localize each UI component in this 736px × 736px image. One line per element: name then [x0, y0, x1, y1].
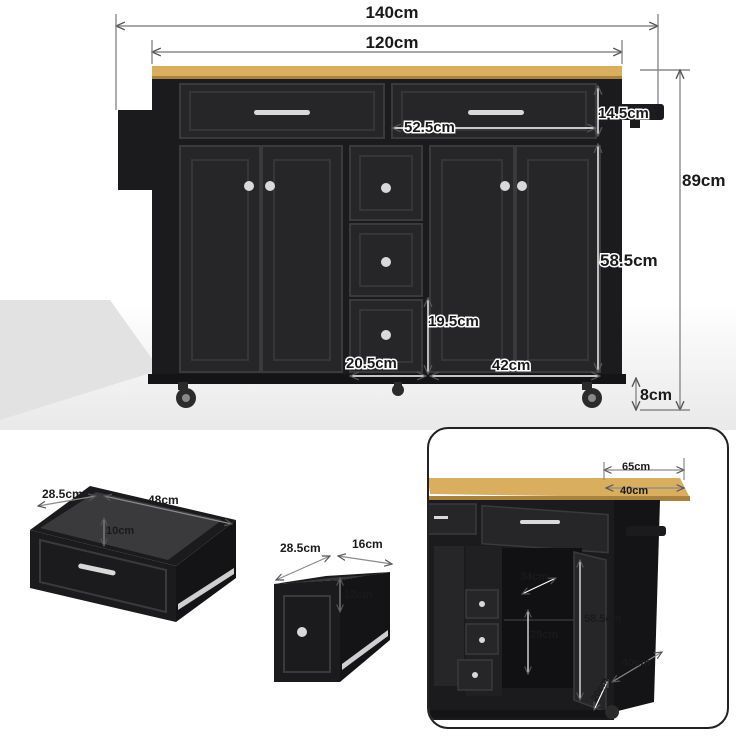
cabinet-height-label: 58.5cm	[600, 251, 658, 270]
right-door-2	[515, 145, 601, 373]
total-width-label: 140cm	[366, 3, 419, 22]
inset-inner-height-label: 29cm	[530, 629, 558, 641]
inset-depth-total-label: 65cm	[622, 461, 650, 473]
knob-icon	[479, 637, 485, 643]
small-drawer-height-label: 19.5cm	[428, 313, 479, 330]
drawer-handle-icon	[254, 110, 310, 115]
drawer-height-label: 14.5cm	[598, 105, 649, 122]
drawer-handle-icon	[468, 110, 524, 115]
drawer-handle-icon	[78, 563, 116, 576]
large-drawer-depth-label: 28.5cm	[42, 487, 83, 501]
knob-icon	[265, 181, 275, 191]
knob-icon	[517, 181, 527, 191]
caster-wheel-icon	[176, 382, 196, 408]
left-door-2	[261, 145, 343, 373]
right-door-1	[429, 145, 515, 373]
knob-icon	[297, 627, 307, 637]
knob-icon	[472, 672, 478, 678]
inset-drawer-right	[481, 504, 609, 554]
total-height-label: 89cm	[682, 171, 725, 190]
small-drawer-width-label: 16cm	[352, 537, 383, 551]
knob-icon	[500, 181, 510, 191]
inset-open-view	[427, 427, 729, 729]
towel-bar	[618, 104, 664, 120]
knob-icon	[381, 183, 391, 193]
inset-towel-bar	[626, 526, 666, 536]
knob-icon	[381, 257, 391, 267]
caster-wheel-icon	[582, 382, 602, 408]
spice-rack	[118, 110, 158, 190]
knob-icon	[244, 181, 254, 191]
wheel-height-label: 8cm	[640, 387, 672, 404]
caster-wheel-icon	[392, 382, 404, 396]
knob-icon	[381, 330, 391, 340]
inset-shelf-depth-label: 34cm	[520, 571, 548, 583]
caster-wheel-icon	[605, 705, 619, 719]
main-dimension-lines	[116, 14, 690, 410]
top-width-label: 120cm	[366, 33, 419, 52]
large-drawer-illustration	[30, 486, 236, 622]
knob-icon	[479, 601, 485, 607]
large-drawer-height-label: 10cm	[106, 525, 134, 537]
small-drawer-inner-height-label: 12cm	[344, 589, 372, 601]
inset-side-depth-label: 40cm	[622, 657, 650, 669]
small-drawer-illustration	[274, 572, 390, 682]
cabinet-width-label: 42cm	[492, 357, 530, 374]
small-drawer-depth-label: 28.5cm	[280, 541, 321, 555]
inset-side-height-label: 58.5cm	[584, 613, 622, 625]
drawer-width-label: 52.5cm	[404, 119, 455, 136]
inset-depth-top-label: 40cm	[620, 485, 648, 497]
butcher-block-top	[152, 66, 622, 78]
large-drawer-width-label: 48cm	[148, 493, 179, 507]
small-drawer-width-label: 20.5cm	[346, 355, 397, 372]
